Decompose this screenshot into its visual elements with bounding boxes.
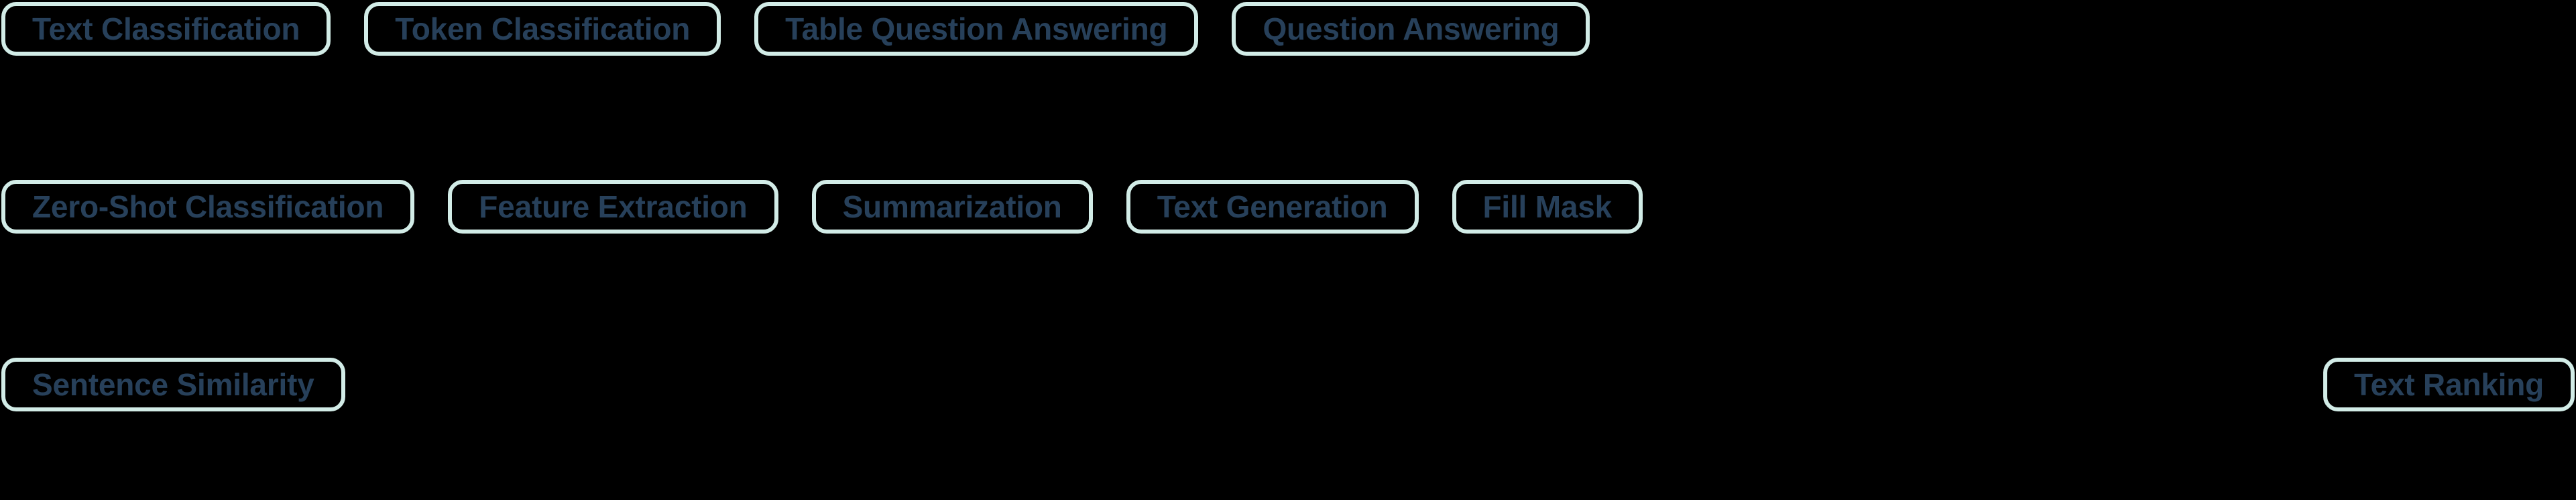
tag-label: Summarization	[842, 189, 1062, 224]
tag-label: Text Classification	[32, 11, 300, 46]
tag-label: Token Classification	[395, 11, 691, 46]
tag-label: Text Ranking	[2353, 367, 2544, 402]
tag-label: Text Generation	[1157, 189, 1388, 224]
tag-label: Question Answering	[1263, 11, 1560, 46]
tag-text-classification[interactable]: Text Classification	[1, 2, 331, 56]
tag-label: Feature Extraction	[479, 189, 748, 224]
tag-row-1: Text Classification Token Classification…	[1, 2, 2575, 56]
tag-label: Table Question Answering	[785, 11, 1168, 46]
tag-question-answering[interactable]: Question Answering	[1232, 2, 1590, 56]
tag-label: Sentence Similarity	[32, 367, 314, 402]
tag-row-3: Sentence Similarity Text Ranking	[1, 358, 2575, 411]
tag-text-generation[interactable]: Text Generation	[1126, 180, 1419, 234]
tag-row-2: Zero-Shot Classification Feature Extract…	[1, 180, 2575, 234]
tag-fill-mask[interactable]: Fill Mask	[1452, 180, 1643, 234]
tag-zero-shot-classification[interactable]: Zero-Shot Classification	[1, 180, 415, 234]
tag-label: Fill Mask	[1482, 189, 1613, 224]
tag-feature-extraction[interactable]: Feature Extraction	[448, 180, 778, 234]
tag-table-question-answering[interactable]: Table Question Answering	[754, 2, 1199, 56]
tag-summarization[interactable]: Summarization	[811, 180, 1093, 234]
tag-text-ranking[interactable]: Text Ranking	[2323, 358, 2575, 411]
tag-label: Zero-Shot Classification	[32, 189, 384, 224]
tag-sentence-similarity[interactable]: Sentence Similarity	[1, 358, 345, 411]
tag-token-classification[interactable]: Token Classification	[364, 2, 721, 56]
